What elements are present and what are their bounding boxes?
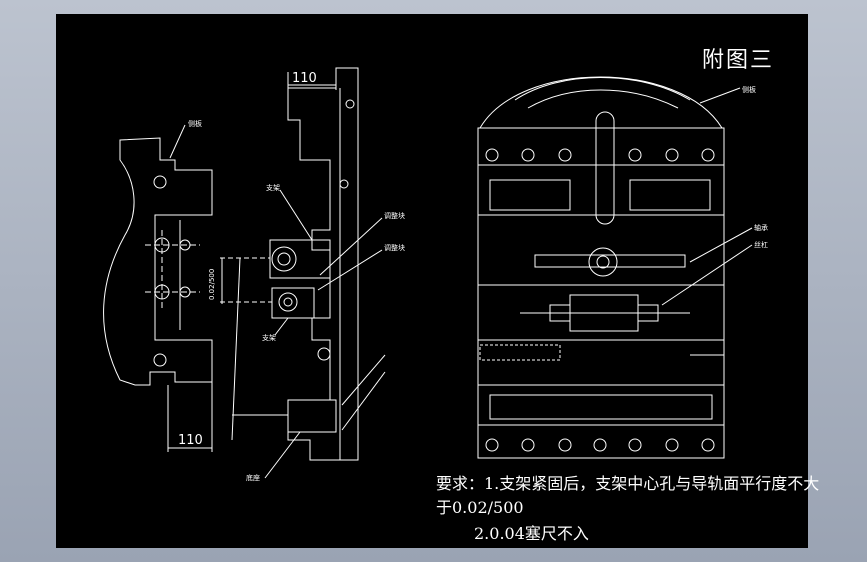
label-bracket-upper: 支架 bbox=[266, 183, 280, 192]
label-adj-2: 调整块 bbox=[384, 243, 405, 252]
column-outline bbox=[287, 67, 359, 461]
drawing-title: 附图三 bbox=[702, 48, 775, 73]
label-adj-1: 调整块 bbox=[384, 211, 405, 220]
requirement-line-1: 要求：1.支架紧固后，支架中心孔与导轨面平行度不大 bbox=[436, 474, 820, 493]
label-base: 底座 bbox=[246, 473, 260, 482]
side-plate-outline bbox=[103, 137, 213, 386]
label-bracket-lower: 支架 bbox=[262, 333, 276, 342]
label-right-mid1: 轴承 bbox=[754, 223, 768, 232]
column-hole-2 bbox=[339, 179, 349, 189]
bracket-upper bbox=[269, 239, 331, 279]
label-plate: 侧板 bbox=[188, 119, 202, 128]
label-right-mid2: 丝杠 bbox=[754, 240, 768, 249]
requirement-line-3: 2.0.04塞尺不入 bbox=[474, 524, 589, 543]
slot-vertical bbox=[595, 111, 615, 225]
base-block bbox=[287, 399, 337, 433]
bracket-lower bbox=[271, 287, 315, 319]
arch-top bbox=[479, 76, 723, 129]
dim-top: 110 bbox=[292, 71, 317, 86]
label-right-top: 侧板 bbox=[742, 85, 756, 94]
column-hole-3 bbox=[317, 347, 331, 361]
hole-6 bbox=[153, 353, 167, 367]
dim-bottom: 110 bbox=[178, 433, 203, 448]
hole-1 bbox=[153, 175, 167, 189]
bolt-row-top bbox=[485, 148, 715, 162]
column-hole-1 bbox=[345, 99, 355, 109]
drawing-canvas bbox=[56, 14, 808, 548]
bolt-row-bottom bbox=[485, 438, 715, 452]
right-frame bbox=[477, 127, 725, 459]
requirement-line-2: 于0.02/500 bbox=[436, 498, 524, 517]
label-vertical-dim: 0.02/500 bbox=[208, 269, 216, 300]
